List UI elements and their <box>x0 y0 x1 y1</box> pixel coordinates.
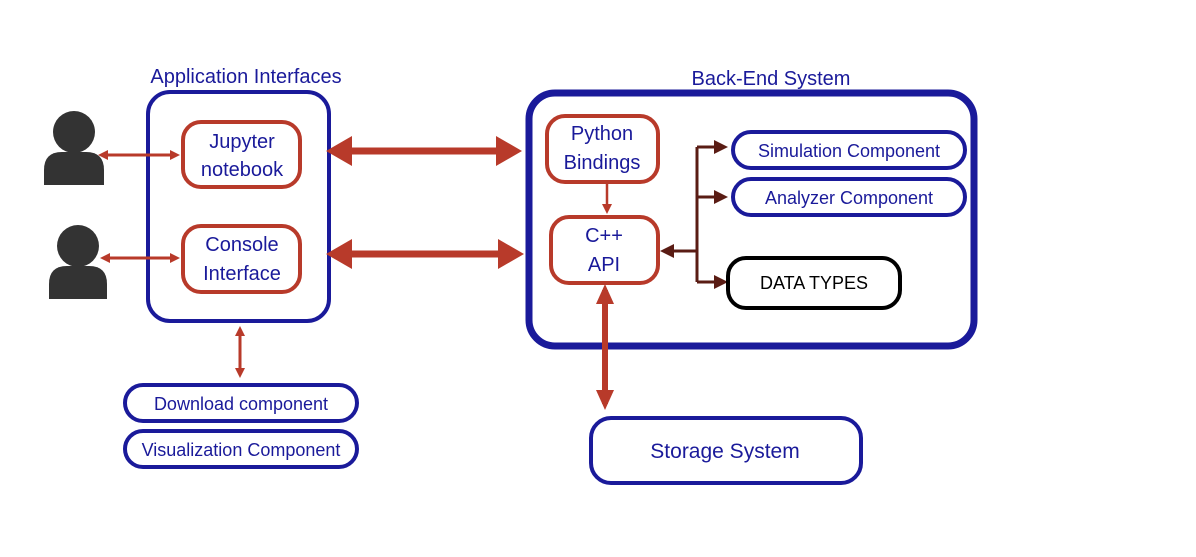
simulation-label: Simulation Component <box>758 141 940 161</box>
cpp-label-line1: C++ <box>585 225 623 247</box>
jupyter-label-line1: Jupyter <box>209 131 275 153</box>
python-label-line2: Bindings <box>564 152 641 174</box>
user-icon <box>44 111 104 185</box>
backend-frame <box>525 89 978 350</box>
console-node <box>181 224 302 294</box>
component-connector <box>668 145 716 284</box>
download-label: Download component <box>154 394 328 414</box>
simulation-node <box>731 130 967 170</box>
analyzer-node <box>731 177 967 217</box>
jupyter-node <box>181 120 302 189</box>
cpp-node <box>549 215 660 285</box>
app-interfaces-frame <box>146 90 331 323</box>
user-icon <box>49 225 107 299</box>
cpp-label-line2: API <box>588 254 620 276</box>
python-node <box>545 114 660 184</box>
data-types-label: DATA TYPES <box>760 273 868 293</box>
storage-label: Storage System <box>650 440 799 463</box>
python-label-line1: Python <box>571 123 633 145</box>
visualization-node <box>123 429 359 469</box>
console-label-line1: Console <box>205 234 278 256</box>
download-node <box>123 383 359 423</box>
data-types-node <box>726 256 902 310</box>
backend-title: Back-End System <box>692 68 851 90</box>
visualization-label: Visualization Component <box>142 440 341 460</box>
jupyter-label-line2: notebook <box>201 159 284 181</box>
console-label-line2: Interface <box>203 263 281 285</box>
storage-node <box>589 416 863 485</box>
app-interfaces-title: Application Interfaces <box>150 66 341 88</box>
analyzer-label: Analyzer Component <box>765 188 933 208</box>
